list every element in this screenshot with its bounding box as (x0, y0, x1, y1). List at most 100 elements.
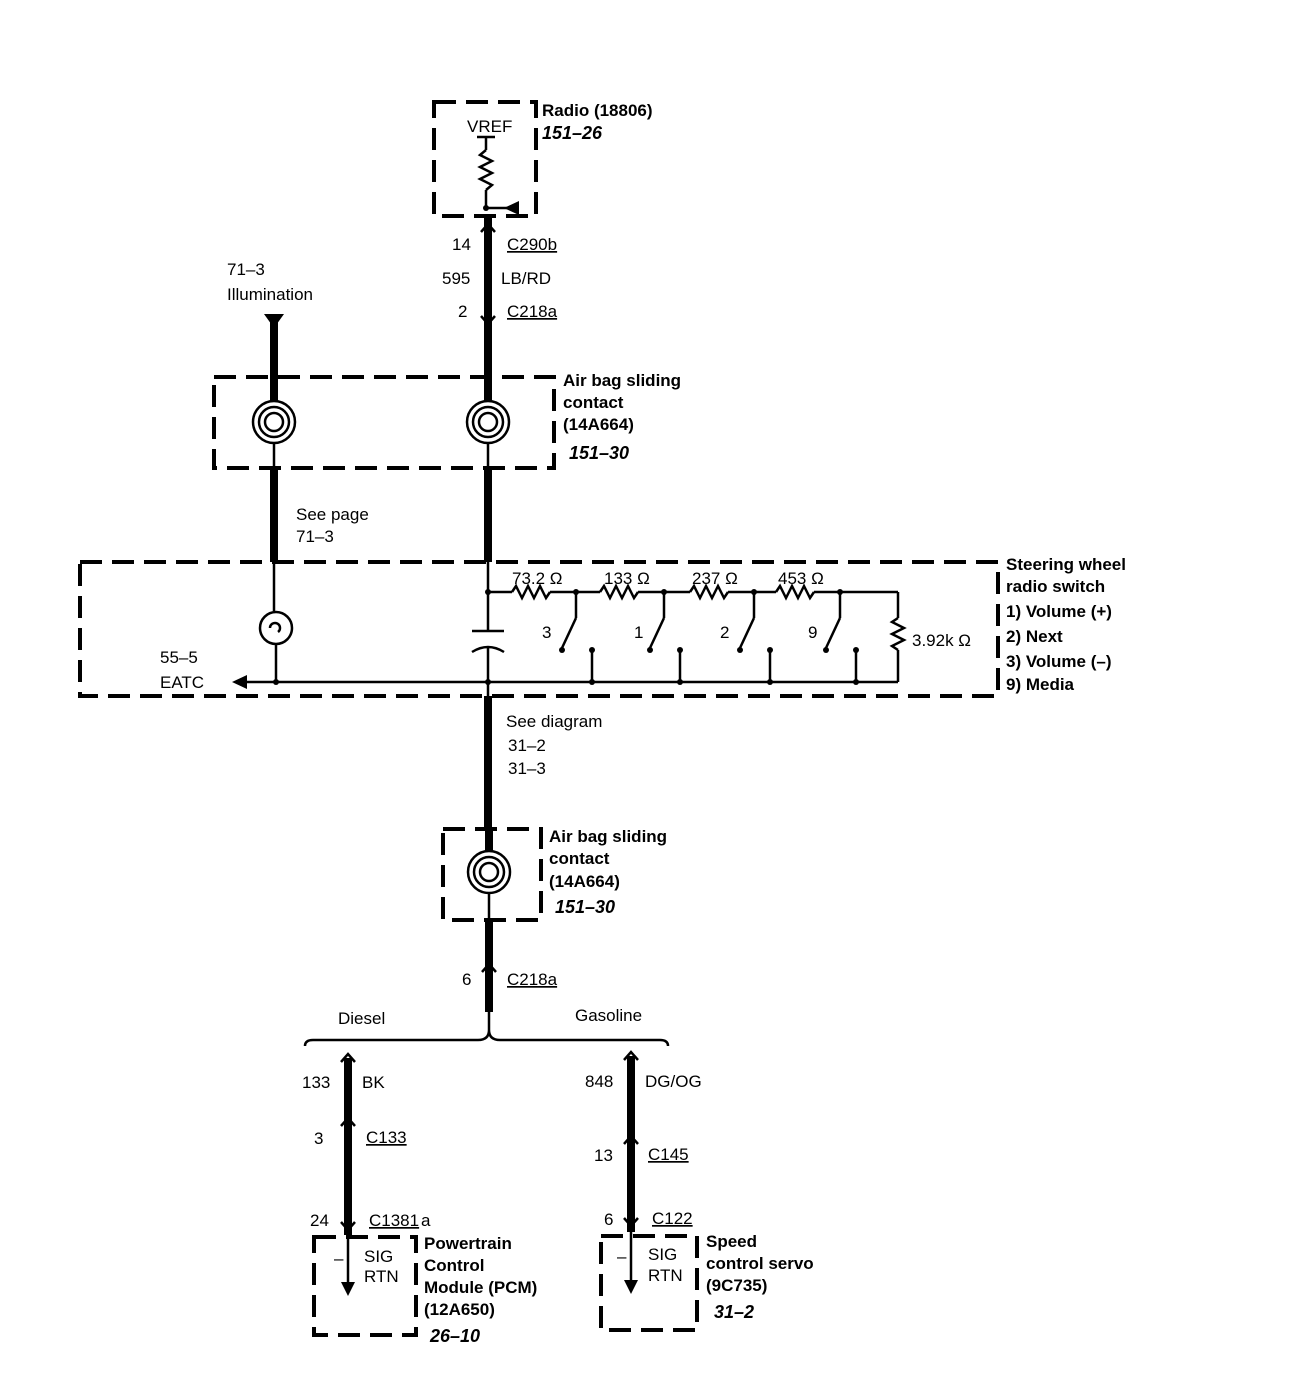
eatc-arrow (232, 675, 247, 689)
connector-c218a-lower: C218a (507, 970, 558, 989)
color-dgog: DG/OG (645, 1072, 702, 1091)
connector-c122: C122 (652, 1209, 693, 1228)
switch-number-9: 9 (808, 623, 817, 642)
switch-2 (738, 617, 756, 649)
switch-item-9: 9) Media (1006, 675, 1075, 694)
switch-number-2: 2 (720, 623, 729, 642)
c218a-connector-mark (480, 315, 496, 326)
pcm-line2: Control (424, 1256, 484, 1275)
servo-sig: SIG (648, 1245, 677, 1264)
switch-title2: radio switch (1006, 577, 1105, 596)
resistor-label-453: 453 Ω (778, 569, 824, 588)
eatc-page: 55–5 (160, 648, 198, 667)
resistor-label-73-2: 73.2 Ω (512, 569, 563, 588)
pin-6-lower: 6 (462, 970, 471, 989)
pcm-sig: SIG (364, 1247, 393, 1266)
switch-item-2: 2) Next (1006, 627, 1063, 646)
resistor-133 (598, 583, 640, 601)
switch-item-3: 3) Volume (–) (1006, 652, 1111, 671)
steering-switch-box (78, 560, 1000, 698)
airbag-upper-box (212, 375, 556, 470)
connector-c218a-top: C218a (507, 302, 558, 321)
airbag-lower-contact (466, 849, 512, 895)
c290b-connector-mark (480, 222, 496, 233)
airbag-upper-line3: (14A664) (563, 415, 634, 434)
servo-line1: Speed (706, 1232, 757, 1251)
connector-c145: C145 (648, 1145, 689, 1164)
connector-c133: C133 (366, 1128, 407, 1147)
airbag-upper-line2: contact (563, 393, 624, 412)
airbag-upper-line1: Air bag sliding (563, 371, 681, 390)
switch-3 (560, 617, 578, 649)
airbag-lower-line1: Air bag sliding (549, 827, 667, 846)
pcm-line3: Module (PCM) (424, 1278, 537, 1297)
diesel-label: Diesel (338, 1009, 385, 1028)
pin-6-gasoline: 6 (604, 1210, 613, 1229)
pcm-box (312, 1235, 418, 1337)
pin-3: 3 (314, 1129, 323, 1148)
connector-c290b: C290b (507, 235, 557, 254)
resistor-label-237: 237 Ω (692, 569, 738, 588)
color-lbrd: LB/RD (501, 269, 551, 288)
illumination-label: Illumination (227, 285, 313, 304)
resistor-73-2 (510, 583, 552, 601)
connector-c1381: C1381 (369, 1211, 419, 1230)
color-bk: BK (362, 1073, 385, 1092)
diesel-gasoline-split (303, 1029, 670, 1047)
pcm-sig-rtn-arrow (341, 1282, 355, 1296)
illumination-arrow (264, 314, 284, 328)
radio-pullup-resistor (477, 149, 495, 191)
pcm-line4: (12A650) (424, 1300, 495, 1319)
airbag-lower-line2: contact (549, 849, 610, 868)
servo-minus: – (617, 1247, 627, 1266)
connector-c1381-suffix: a (421, 1211, 431, 1230)
resistor-237 (688, 583, 730, 601)
pin-2: 2 (458, 302, 467, 321)
see-diagram-ref1: 31–2 (508, 736, 546, 755)
switch-number-3: 3 (542, 623, 551, 642)
circuit-595: 595 (442, 269, 470, 288)
pin-13: 13 (594, 1146, 613, 1165)
pcm-minus: – (334, 1249, 344, 1268)
vref-label: VREF (467, 117, 512, 136)
pin-14: 14 (452, 235, 471, 254)
pcm-line1: Powertrain (424, 1234, 512, 1253)
resistor-label-3-92k: 3.92k Ω (912, 631, 971, 650)
pcm-ref: 26–10 (429, 1326, 480, 1346)
capacitor-plate-bottom (471, 645, 505, 654)
radio-ref: 151–26 (542, 123, 603, 143)
eatc-label: EATC (160, 673, 204, 692)
switch-number-1: 1 (634, 623, 643, 642)
see-diagram-label: See diagram (506, 712, 602, 731)
airbag-upper-contact-right (465, 399, 511, 445)
servo-line2: control servo (706, 1254, 814, 1273)
servo-sig-rtn-arrow (624, 1280, 638, 1294)
switch-1 (648, 617, 666, 649)
servo-line3: (9C735) (706, 1276, 767, 1295)
pin-24: 24 (310, 1211, 329, 1230)
airbag-lower-ref: 151–30 (555, 897, 615, 917)
gasoline-label: Gasoline (575, 1006, 642, 1025)
see-diagram-ref2: 31–3 (508, 759, 546, 778)
servo-ref: 31–2 (714, 1302, 754, 1322)
pcm-rtn: RTN (364, 1267, 399, 1286)
airbag-lower-line3: (14A664) (549, 872, 620, 891)
illumination-page: 71–3 (227, 260, 265, 279)
see-page-label: See page (296, 505, 369, 524)
resistor-label-133: 133 Ω (604, 569, 650, 588)
speed-servo-box (599, 1234, 699, 1332)
illumination-lamp-icon (258, 610, 294, 646)
switch-title1: Steering wheel (1006, 555, 1126, 574)
servo-rtn: RTN (648, 1266, 683, 1285)
switch-item-1: 1) Volume (+) (1006, 602, 1112, 621)
airbag-upper-ref: 151–30 (569, 443, 629, 463)
resistor-453 (774, 583, 816, 601)
circuit-133: 133 (302, 1073, 330, 1092)
resistor-3-92k (889, 616, 907, 652)
see-page-ref: 71–3 (296, 527, 334, 546)
radio-title: Radio (18806) (542, 101, 653, 120)
airbag-upper-contact-left (251, 399, 297, 445)
switch-9 (824, 617, 842, 649)
radio-input-arrow (504, 201, 519, 215)
